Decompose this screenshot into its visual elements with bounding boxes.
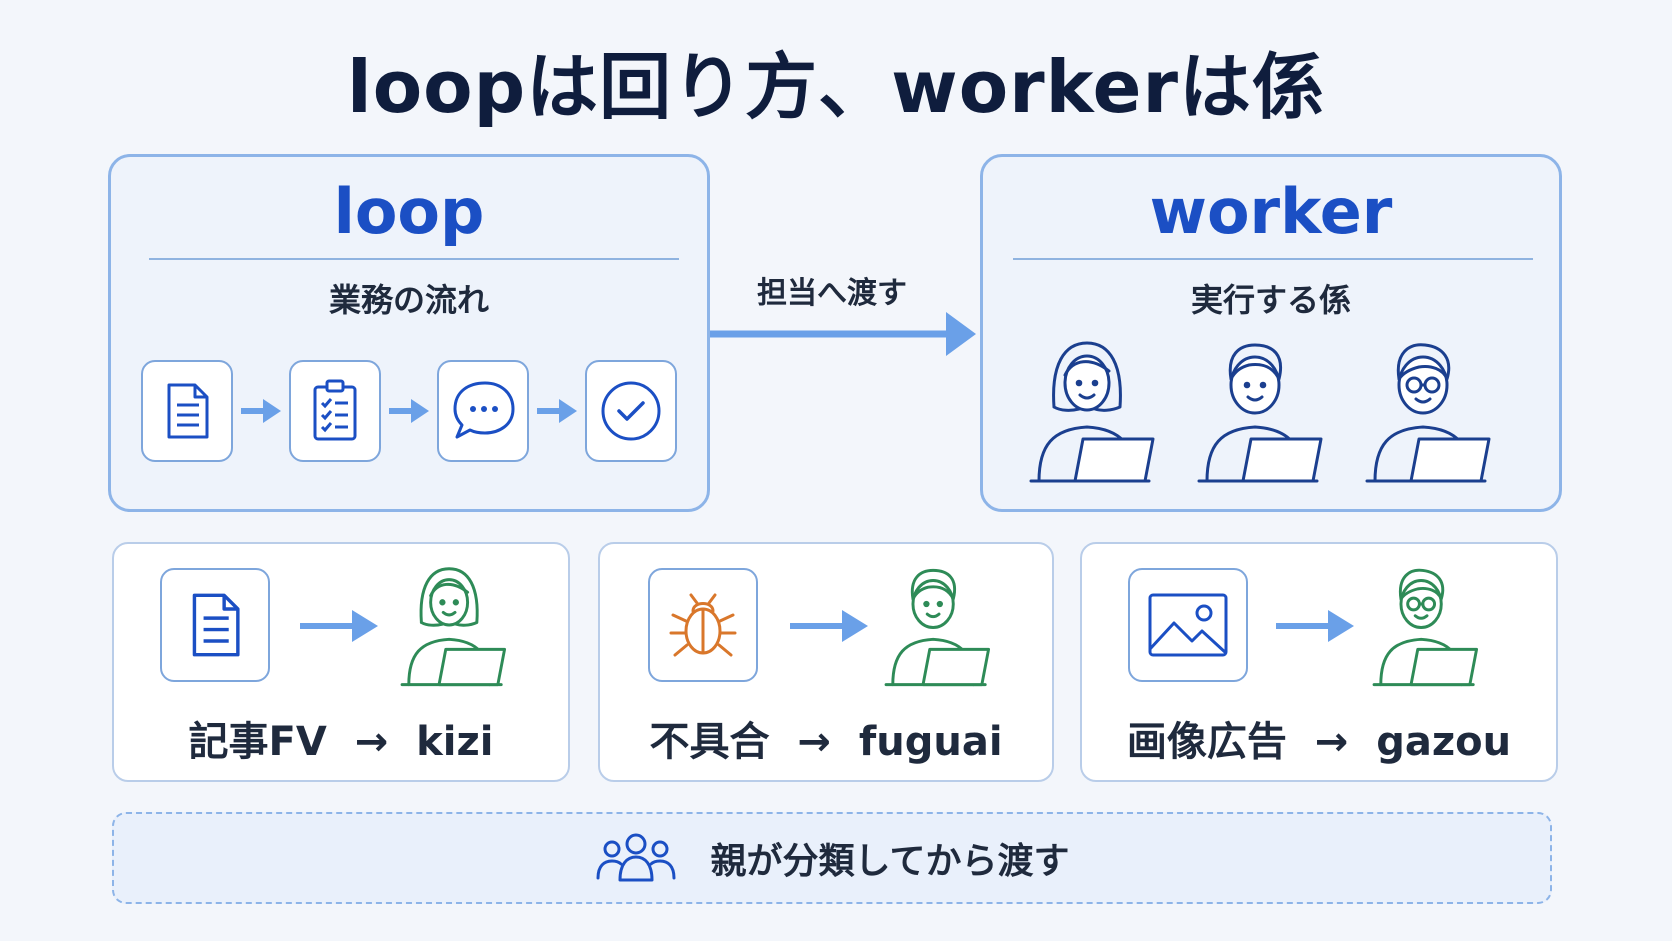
mapping-source: 画像広告: [1126, 719, 1287, 765]
mapping-arrow-text: →: [1314, 719, 1349, 765]
mapping-caption: 不具合 → fuguai: [600, 709, 1052, 767]
loop-divider: [149, 258, 679, 260]
mapping-source: 不具合: [649, 719, 770, 765]
flow-arrow-icon: [389, 399, 429, 423]
handoff-label: 担当へ渡す: [757, 276, 907, 311]
loop-panel: loop 業務の流れ: [108, 154, 710, 512]
worker-man-icon: [884, 568, 991, 687]
mapping-target: kizi: [416, 719, 494, 765]
group-icon: [596, 833, 676, 882]
footer-text: 親が分類してから渡す: [710, 841, 1070, 882]
worker-subtitle: 実行する係: [1190, 281, 1351, 319]
worker-man-icon: [1197, 343, 1323, 483]
document-icon: [160, 568, 270, 682]
worker-title: worker: [1149, 175, 1393, 248]
mapping-arrow-text: →: [354, 719, 389, 765]
handoff-arrow-icon: [710, 312, 976, 356]
flow-arrow-icon: [241, 399, 281, 423]
worker-glasses-icon: [1365, 343, 1491, 483]
mapping-arrow-icon: [790, 610, 868, 642]
worker-woman-icon: [400, 567, 507, 687]
mapping-card-fuguai: 不具合 → fuguai: [598, 542, 1054, 782]
chat-icon: [437, 360, 529, 462]
bug-icon: [648, 568, 758, 682]
mapping-source: 記事FV: [188, 719, 327, 765]
mapping-arrow-icon: [300, 610, 378, 642]
footer-note: 親が分類してから渡す: [112, 812, 1552, 904]
mapping-card-kizi: 記事FV → kizi: [112, 542, 570, 782]
image-icon: [1128, 568, 1248, 682]
mapping-caption: 画像広告 → gazou: [1082, 709, 1556, 767]
flow-arrow-icon: [537, 399, 577, 423]
mapping-target: gazou: [1376, 719, 1512, 765]
mapping-arrow-icon: [1276, 610, 1354, 642]
mapping-caption: 記事FV → kizi: [114, 709, 568, 767]
mapping-arrow-text: →: [797, 719, 831, 765]
loop-title: loop: [333, 175, 485, 248]
loop-subtitle: 業務の流れ: [328, 281, 489, 319]
document-icon: [141, 360, 233, 462]
page-title: loopは回り方、workerは係: [347, 45, 1325, 129]
worker-glasses-icon: [1372, 568, 1479, 687]
worker-panel: worker 実行する係: [980, 154, 1562, 512]
checklist-icon: [289, 360, 381, 462]
check-circle-icon: [585, 360, 677, 462]
worker-woman-icon: [1029, 341, 1155, 483]
worker-divider: [1013, 258, 1533, 260]
mapping-card-gazou: 画像広告 → gazou: [1080, 542, 1558, 782]
mapping-target: fuguai: [858, 719, 1003, 765]
